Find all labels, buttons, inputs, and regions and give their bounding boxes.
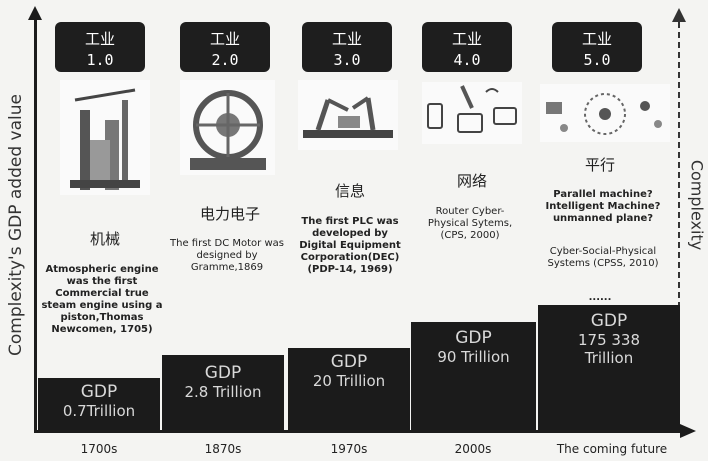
gdp-bar-1: GDP 0.7Trillion	[38, 378, 160, 430]
gdp-value: 2.8 Trillion	[184, 383, 262, 401]
complexity-arrow-icon	[672, 8, 686, 22]
stage-desc-5: Cyber-Social-Physical Systems (CPSS, 201…	[547, 246, 659, 269]
y-axis-arrow-icon	[28, 6, 42, 20]
stage-badge-5: 工业 5.0	[552, 22, 642, 72]
badge-version-text: 1.0	[86, 51, 114, 69]
badge-industry-text: 工业	[451, 30, 482, 48]
gdp-label: GDP	[455, 328, 492, 348]
stage-badge-1: 工业 1.0	[55, 22, 145, 72]
stage-badge-2: 工业 2.0	[180, 22, 270, 72]
badge-version-text: 5.0	[583, 51, 611, 69]
stage-title-5: 平行	[584, 156, 615, 174]
stage-title-1: 机械	[89, 230, 120, 248]
stage-title-3: 信息	[334, 182, 365, 200]
gdp-bar-5: GDP 175 338 Trillion	[538, 305, 680, 430]
badge-version-text: 2.0	[211, 51, 239, 69]
stage-desc-2: The first DC Motor was designed by Gramm…	[170, 238, 284, 273]
gdp-label: GDP	[204, 363, 242, 383]
badge-industry-text: 工业	[581, 30, 612, 48]
stage-title-4: 网络	[456, 172, 487, 190]
connected-devices-image	[422, 82, 522, 144]
x-tick-label: 1700s	[80, 442, 118, 456]
gdp-bar-3: GDP 20 Trillion	[288, 348, 410, 430]
stage-desc-1: Atmospheric engine was the first Commerc…	[41, 264, 163, 335]
gdp-label: GDP	[330, 352, 368, 372]
badge-industry-text: 工业	[209, 30, 240, 48]
gdp-bar-4: GDP 90 Trillion	[411, 322, 536, 430]
x-axis	[34, 430, 684, 433]
badge-industry-text: 工业	[84, 30, 115, 48]
gdp-label: GDP	[590, 311, 628, 331]
complexity-axis-label: Complexity	[687, 159, 707, 251]
gdp-value: 20 Trillion	[312, 372, 386, 390]
stage-questions-5: Parallel machine? Intelligent Machine? u…	[545, 189, 661, 224]
steam-engine-image	[60, 80, 150, 195]
x-axis-arrow-icon	[680, 424, 696, 438]
badge-version-text: 3.0	[333, 51, 361, 69]
x-tick-label: 2000s	[454, 442, 492, 456]
stage-badge-4: 工业 4.0	[422, 22, 512, 72]
robot-arm-image	[298, 80, 398, 150]
x-tick-label: 1970s	[330, 442, 368, 456]
gdp-bar-2: GDP 2.8 Trillion	[162, 355, 284, 430]
stage-title-2: 电力电子	[199, 205, 260, 223]
stage-badge-3: 工业 3.0	[302, 22, 392, 72]
gdp-value: 175 338 Trillion	[577, 331, 641, 367]
complexity-dashed-axis	[678, 22, 680, 428]
x-tick-label: The coming future	[556, 442, 668, 456]
gdp-value: 0.7Trillion	[62, 402, 136, 420]
stage-desc-4: Router Cyber-Physical Sytems, (CPS, 2000…	[427, 206, 513, 241]
gdp-value: 90 Trillion	[437, 348, 510, 366]
y-axis-label: Complexity's GDP added value	[6, 94, 26, 356]
x-tick-label: 1870s	[204, 442, 242, 456]
badge-industry-text: 工业	[331, 30, 362, 48]
y-axis	[34, 18, 37, 432]
dc-motor-image	[180, 80, 275, 175]
gdp-label: GDP	[80, 382, 118, 402]
stage-desc-3: The first PLC was developed by Digital E…	[299, 216, 401, 275]
parallel-systems-image	[540, 84, 670, 142]
badge-version-text: 4.0	[453, 51, 481, 69]
stage-dots-5: ......	[588, 292, 612, 303]
